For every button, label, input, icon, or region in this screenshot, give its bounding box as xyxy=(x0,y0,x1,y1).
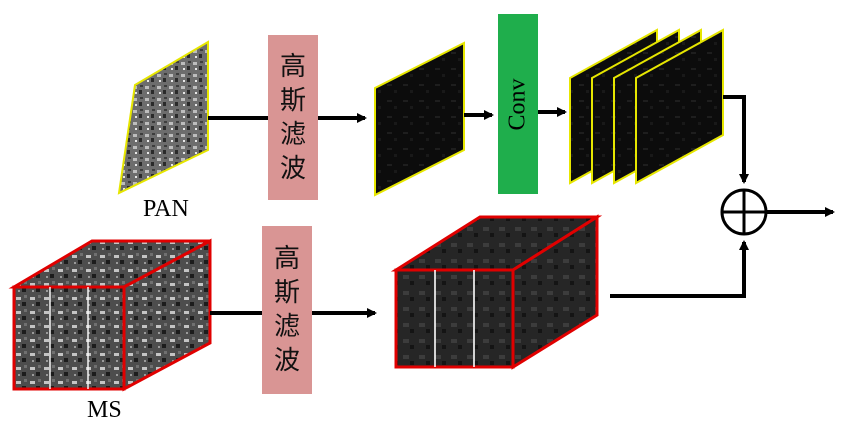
gauss-bottom-char-3: 滤 xyxy=(273,312,300,342)
feature-map-4 xyxy=(635,28,724,185)
gauss-top-char-2: 斯 xyxy=(279,85,306,116)
gaussian-filter-box-bottom: 高 斯 滤 波 xyxy=(262,226,312,394)
gauss-bottom-char-1: 高 xyxy=(273,244,300,274)
filtered-ms-to-sum-arrow xyxy=(610,240,749,298)
filtered-pan-image xyxy=(374,41,465,197)
circle-plus-icon xyxy=(720,188,768,236)
gauss-top-char-3: 滤 xyxy=(279,119,306,150)
ms-label: MS xyxy=(87,397,122,423)
features-to-sum-arrow xyxy=(723,95,749,184)
ms-cube xyxy=(8,238,212,392)
gauss-bottom-char-2: 斯 xyxy=(273,278,300,308)
filtered-ms-cube xyxy=(390,214,603,370)
gauss-bottom-char-4: 波 xyxy=(273,346,300,376)
conv-box: Conv xyxy=(498,14,538,194)
pan-image xyxy=(117,40,209,195)
gaussian-filter-box-top: 高 斯 滤 波 xyxy=(268,35,318,200)
conv-label: Conv xyxy=(504,77,531,131)
gauss-top-char-1: 高 xyxy=(279,51,306,82)
gauss-top-char-4: 波 xyxy=(279,153,306,184)
pan-label: PAN xyxy=(143,196,189,222)
